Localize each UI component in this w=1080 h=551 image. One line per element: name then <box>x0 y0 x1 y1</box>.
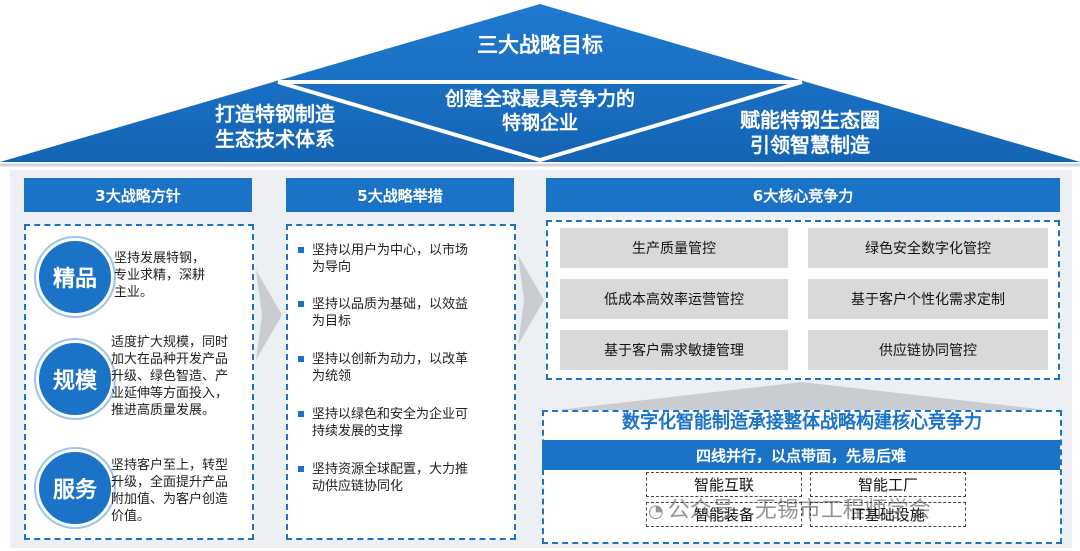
policy-line: 坚持客户至上，转型 <box>111 458 229 473</box>
measure-line: 为统领 <box>312 369 352 384</box>
digital-box-infrastructure: IT基础设施 <box>810 502 966 527</box>
goal-center: 创建全球最具竞争力的 特钢企业 <box>395 88 685 136</box>
digital-box-interconnect: 智能互联 <box>646 472 802 497</box>
policy-line: 升级、绿色智造、产 <box>111 369 229 384</box>
measure-line: 坚持以绿色和安全为企业可 <box>312 407 469 422</box>
competency-cell: 基于客户需求敏捷管理 <box>560 330 788 370</box>
watermark: ◔公众号 · 无锡市工程师学会 <box>648 492 931 524</box>
digital-panel <box>542 410 1062 544</box>
policy-badge-quality: 精品 <box>36 238 114 316</box>
roof-graphic <box>0 4 1080 167</box>
goal-left-line1: 打造特钢制造 <box>215 102 335 126</box>
measure-item-3: 坚持以创新为动力，以改革 为统领 <box>296 351 506 385</box>
policy-line: 推进高质量发展。 <box>111 403 216 418</box>
measure-item-4: 坚持以绿色和安全为企业可 持续发展的支撑 <box>296 406 506 440</box>
policy-badge-service: 服务 <box>36 449 114 527</box>
goal-center-line1: 创建全球最具竞争力的 <box>444 88 635 110</box>
policy-line: 价值。 <box>111 509 151 524</box>
goal-right-line1: 赋能特钢生态圈 <box>740 108 880 132</box>
digital-title: 数字化智能制造承接整体战略构建核心竞争力 <box>622 412 982 433</box>
digital-bar: 四线并行，以点带面，先易后难 <box>542 440 1060 470</box>
digital-box-factory: 智能工厂 <box>810 472 966 497</box>
competency-cell: 基于客户个性化需求定制 <box>808 279 1048 319</box>
measure-line: 持续发展的支撑 <box>312 424 404 439</box>
measure-line: 坚持资源全球配置，大力推 <box>312 462 469 477</box>
measure-item-1: 坚持以用户为中心，以市场 为导向 <box>296 242 506 276</box>
policy-line: 主业。 <box>114 285 154 300</box>
goal-left-line2: 生态技术体系 <box>215 127 335 151</box>
policy-line: 附加值、为客户创造 <box>111 492 229 507</box>
watermark-text: 公众号 · 无锡市工程师学会 <box>667 498 931 523</box>
policy-text-scale: 适度扩大规模，同时 加大在品种开发产品 升级、绿色智造、产 业延伸等方面投入， … <box>111 334 251 419</box>
competency-cell: 生产质量管控 <box>560 228 788 268</box>
flow-arrow-2 <box>518 255 544 345</box>
goal-left: 打造特钢制造 生态技术体系 <box>180 102 370 152</box>
measure-item-5: 坚持资源全球配置，大力推 动供应链协同化 <box>296 461 506 495</box>
goal-right: 赋能特钢生态圈 引领智慧制造 <box>710 108 910 158</box>
policy-line: 适度扩大规模，同时 <box>111 335 229 350</box>
policy-line: 升级，全面提升产品 <box>111 475 229 490</box>
measures-panel <box>286 224 516 540</box>
goal-right-line2: 引领智慧制造 <box>750 133 870 157</box>
competency-cell: 绿色安全数字化管控 <box>808 228 1048 268</box>
measures-header: 5大战略举措 <box>286 178 514 212</box>
measure-line: 坚持以品质为基础，以效益 <box>312 297 469 312</box>
competencies-header: 6大核心竞争力 <box>546 178 1060 212</box>
competency-cell: 供应链协同管控 <box>808 330 1048 370</box>
measure-line: 为目标 <box>312 314 352 329</box>
policy-badge-scale: 规模 <box>36 340 114 418</box>
competency-cell: 低成本高效率运营管控 <box>560 279 788 319</box>
policy-text-service: 坚持客户至上，转型 升级，全面提升产品 附加值、为客户创造 价值。 <box>111 457 251 525</box>
strategic-goals-title: 三大战略目标 <box>477 33 603 57</box>
measure-line: 动供应链协同化 <box>312 479 404 494</box>
policies-header: 3大战略方针 <box>24 178 252 212</box>
policy-text-quality: 坚持发展特钢， 专业求精，深耕 主业。 <box>114 250 244 301</box>
measure-item-2: 坚持以品质为基础，以效益 为目标 <box>296 296 506 330</box>
measure-line: 坚持以用户为中心，以市场 <box>312 243 469 258</box>
goal-center-line2: 特钢企业 <box>501 111 578 134</box>
policy-line: 坚持发展特钢， <box>114 251 206 266</box>
policy-line: 加大在品种开发产品 <box>111 352 229 367</box>
digital-box-equipment: 智能装备 <box>646 502 802 527</box>
policy-line: 业延伸等方面投入， <box>111 386 229 401</box>
wechat-icon: ◔ <box>648 501 664 522</box>
measure-line: 为导向 <box>312 260 352 275</box>
flow-arrow-1 <box>256 270 282 360</box>
measure-line: 坚持以创新为动力，以改革 <box>312 352 469 367</box>
digital-roof <box>540 382 1064 412</box>
policy-line: 专业求精，深耕 <box>114 268 206 283</box>
